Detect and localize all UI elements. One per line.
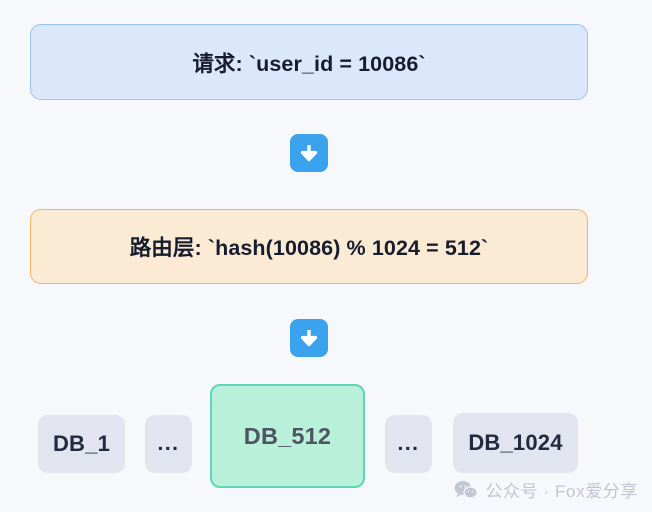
shard-row: DB_1 ... DB_512 ... DB_1024 <box>0 384 652 488</box>
wechat-icon <box>454 480 479 500</box>
arrow-down-icon <box>290 319 328 357</box>
stage-router-box: 路由层: `hash(10086) % 1024 = 512` <box>30 209 588 284</box>
watermark: 公众号 · Fox爱分享 <box>454 477 638 502</box>
watermark-text: 公众号 · Fox爱分享 <box>485 482 638 501</box>
shard-node-db-512-highlighted: DB_512 <box>210 384 365 488</box>
shard-node-gap-a: ... <box>145 415 192 473</box>
shard-label: DB_512 <box>243 422 332 449</box>
stage-router-label: 路由层: `hash(10086) % 1024 = 512` <box>129 236 489 260</box>
shard-label: DB_1024 <box>468 430 563 455</box>
shard-node-gap-b: ... <box>385 415 432 473</box>
shard-label: ... <box>397 432 420 455</box>
shard-label: ... <box>157 432 180 455</box>
shard-node-db-1: DB_1 <box>38 415 125 473</box>
shard-node-db-1024: DB_1024 <box>453 413 578 473</box>
shard-label: DB_1 <box>52 431 111 456</box>
stage-request-box: 请求: `user_id = 10086` <box>30 24 588 100</box>
stage-request-label: 请求: `user_id = 10086` <box>192 51 426 76</box>
arrow-down-icon <box>290 134 328 172</box>
